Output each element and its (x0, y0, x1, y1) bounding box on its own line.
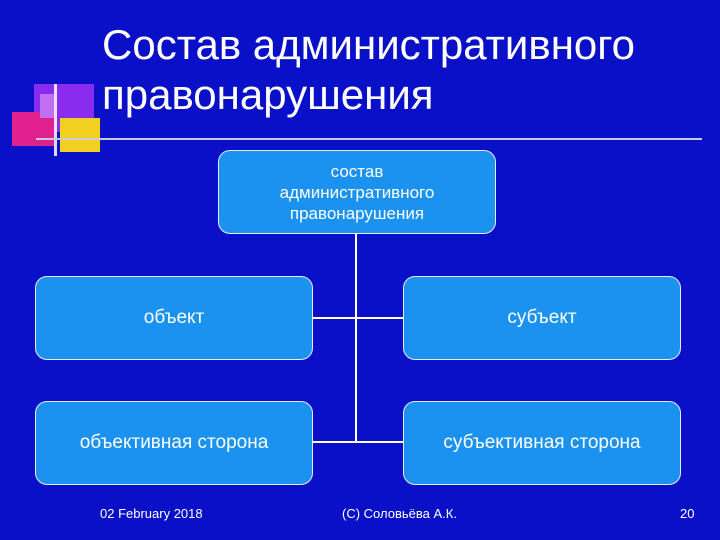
decor-yellow-square (60, 118, 100, 152)
subject-box: субъект (403, 276, 681, 360)
footer-author: (С) Соловьёва А.К. (342, 506, 457, 521)
objective-side-label: объективная сторона (79, 432, 269, 453)
decorative-squares (0, 0, 110, 160)
title-divider (36, 138, 702, 140)
decor-vertical-bar (54, 84, 57, 156)
decor-light-square (40, 94, 54, 118)
subjective-side-box: субъективная сторона (403, 401, 681, 485)
root-line-1: состав (330, 161, 384, 181)
objective-side-box: объективная сторона (35, 401, 313, 485)
connector-bottom-row (312, 441, 404, 443)
root-line-3: правонарушения (289, 203, 425, 223)
object-box: объект (35, 276, 313, 360)
connector-top-row (312, 317, 404, 319)
slide-title-line-1: Состав административного (102, 21, 635, 68)
subjective-side-label: субъективная сторона (443, 432, 641, 453)
footer-date: 02 February 2018 (100, 506, 203, 521)
connector-vertical-trunk (355, 233, 357, 443)
subject-label: субъект (507, 307, 577, 328)
root-line-2: административного (279, 182, 435, 202)
slide-title-line-2: правонарушения (102, 71, 434, 118)
footer-page-number: 20 (680, 506, 695, 521)
diagram-root-box: состав административного правонарушения (218, 150, 496, 234)
slide-title: Состав административного правонарушения (102, 20, 702, 120)
object-label: объект (143, 307, 205, 328)
